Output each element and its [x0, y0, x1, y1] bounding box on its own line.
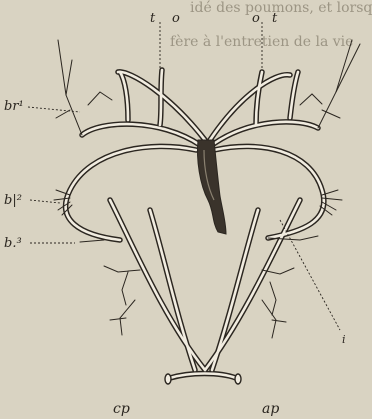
- label-t-right: t: [272, 11, 278, 26]
- label-t-left: t: [150, 11, 156, 26]
- label-cp: cp: [113, 401, 130, 417]
- label-i: i: [342, 333, 346, 346]
- label-ap: ap: [262, 401, 279, 417]
- label-o-left: o: [172, 11, 180, 26]
- label-o-right: o: [252, 11, 260, 26]
- label-b3: b.³: [4, 236, 22, 251]
- label-br1: br¹: [4, 99, 24, 114]
- background-text-line-1: idé des poumons, et lorsque la tê: [190, 0, 372, 16]
- label-br2: b|²: [4, 193, 22, 208]
